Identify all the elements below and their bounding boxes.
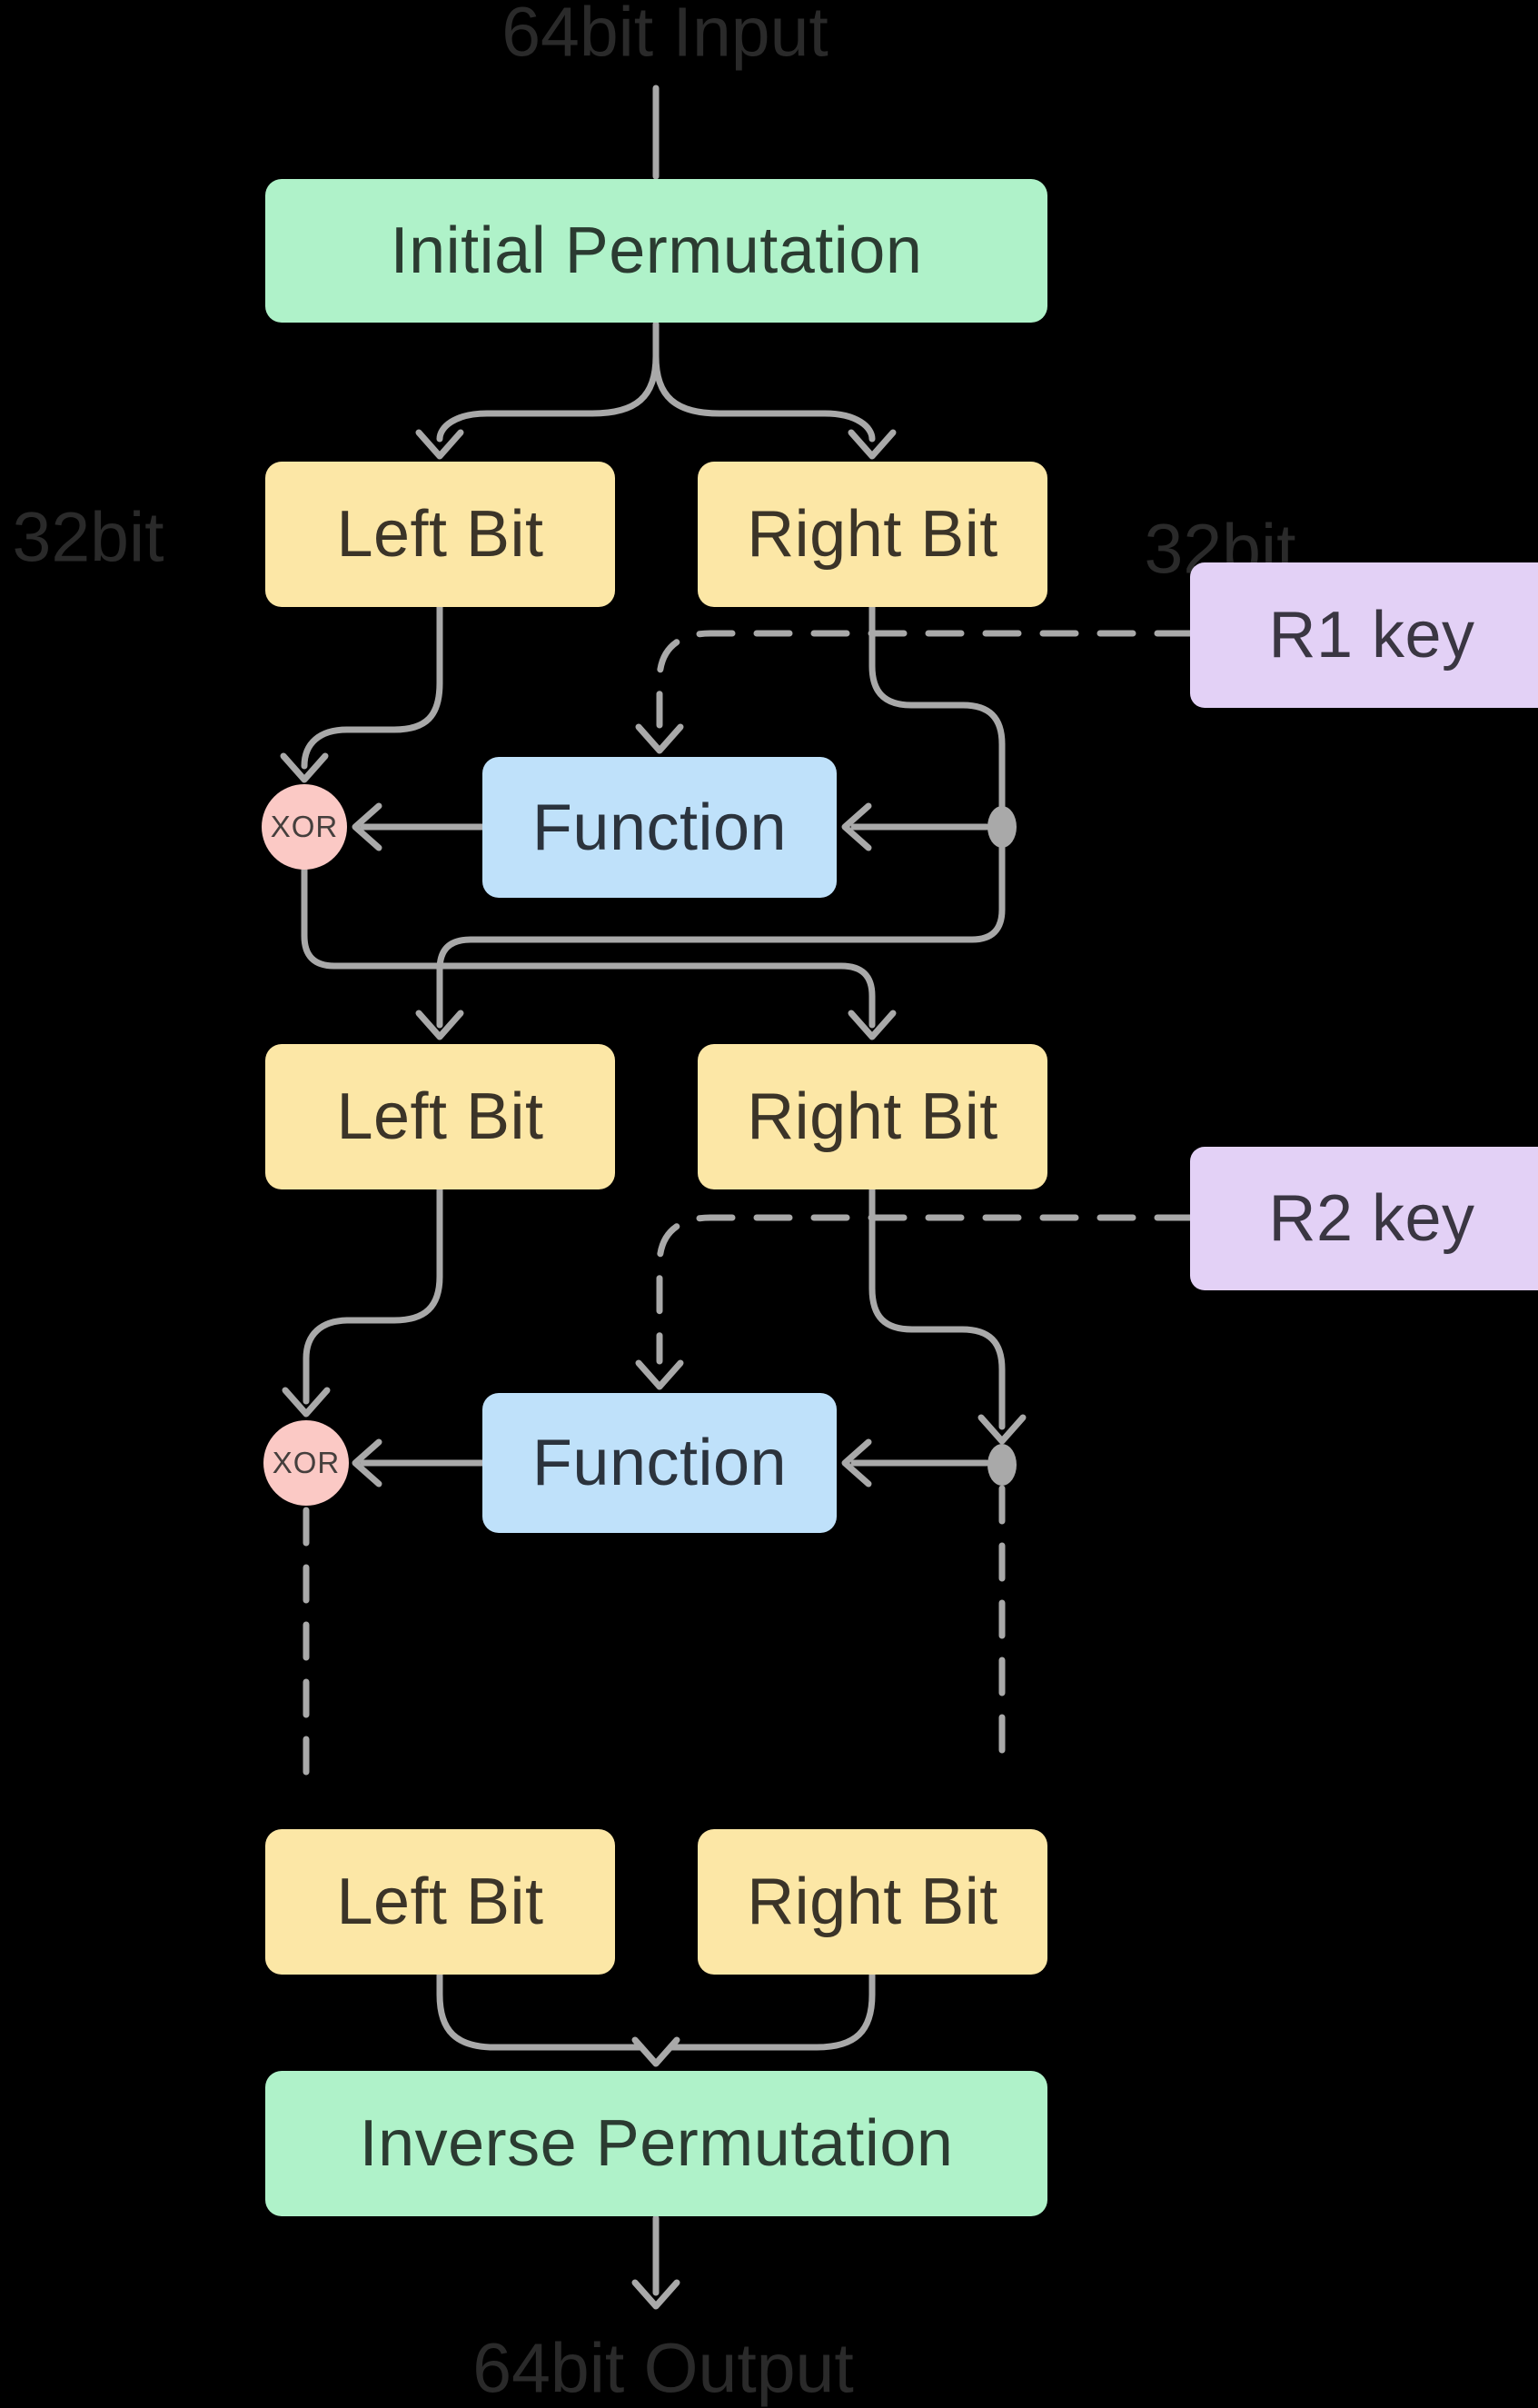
connector-key-to-function-round1 (635, 630, 1194, 754)
arrowhead-right-bit-round2 (848, 1010, 897, 1040)
arrowhead-xor-right-round1 (352, 802, 382, 851)
arrowhead-function-top-round1 (635, 723, 684, 754)
connector-merge-to-inverse-permutation (436, 1971, 876, 2067)
tap-dot-round1 (987, 806, 1017, 848)
node-right-bit-round2: Right Bit (698, 1044, 1047, 1189)
node-left-bit-final: Left Bit (265, 1829, 615, 1975)
arrowhead-function-top-round2 (635, 1359, 684, 1390)
connector-left-bit-to-xor-round2 (282, 1186, 443, 1418)
arrowhead-right-bit-round1 (848, 429, 897, 460)
input-label: 64bit Input (501, 0, 829, 72)
arrowhead-xor-right-round2 (352, 1438, 382, 1488)
connector-right-bit-to-left-bit-round2 (415, 603, 1017, 1040)
connector-xor-to-right-bit-round2 (301, 866, 897, 1040)
connector-right-bit-to-dot-round2 (868, 1186, 1027, 1486)
node-left-bit-round2: Left Bit (265, 1044, 615, 1189)
node-left-bit-round1: Left Bit (265, 462, 615, 607)
connector-dot-to-function-round2 (841, 1438, 990, 1488)
connector-split-to-left-bit (415, 321, 660, 460)
arrowhead-function-right-round1 (841, 802, 872, 851)
arrowhead-dot-round2 (977, 1414, 1027, 1445)
connector-split-to-right-bit (652, 321, 897, 460)
node-r2-key: R2 key (1190, 1147, 1538, 1290)
connector-function-to-xor-round2 (352, 1438, 486, 1488)
node-right-bit-round1: Right Bit (698, 462, 1047, 607)
arrowhead-left-bit-round1 (415, 429, 464, 460)
node-inverse-permutation: Inverse Permutation (265, 2071, 1047, 2216)
node-right-bit-final: Right Bit (698, 1829, 1047, 1975)
connector-key-to-function-round2 (635, 1214, 1194, 1390)
connector-inverse-permutation-to-output (631, 2214, 680, 2310)
node-xor-round2: XOR (263, 1420, 349, 1506)
connector-function-to-xor-round1 (352, 802, 486, 851)
node-initial-permutation: Initial Permutation (265, 179, 1047, 323)
arrowhead-left-bit-round2 (415, 1010, 464, 1040)
left-32bit-label: 32bit (12, 498, 164, 577)
arrowhead-xor-top-round2 (282, 1387, 331, 1418)
tap-dot-round2 (987, 1444, 1017, 1486)
node-function-round1: Function (482, 757, 837, 898)
connector-left-bit-to-xor-round1 (280, 603, 443, 783)
node-xor-round1: XOR (262, 784, 347, 870)
node-r1-key: R1 key (1190, 562, 1538, 708)
node-function-round2: Function (482, 1393, 837, 1533)
arrowhead-xor-top-round1 (280, 752, 329, 783)
output-label: 64bit Output (472, 2329, 854, 2408)
arrowhead-function-right-round2 (841, 1438, 872, 1488)
arrowhead-inverse-permutation (631, 2036, 680, 2067)
arrowhead-output (631, 2279, 680, 2310)
connector-dot-to-function-round1 (841, 802, 990, 851)
